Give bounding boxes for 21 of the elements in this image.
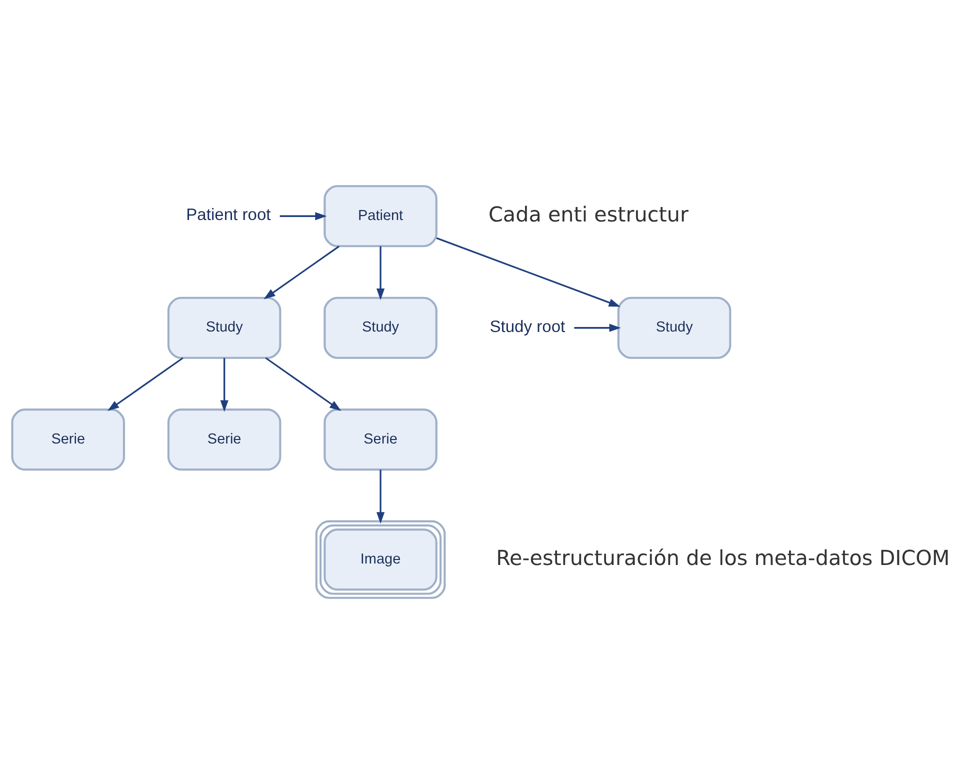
arrow	[264, 245, 340, 299]
arrow	[376, 246, 385, 300]
arrow	[436, 236, 620, 306]
node-box: Serie	[11, 408, 126, 470]
node-box: Serie	[324, 408, 438, 470]
label: Cada enti estructur	[488, 202, 688, 226]
node-box: Study	[617, 296, 732, 358]
arrow	[376, 469, 385, 524]
node-text: Study root	[490, 316, 566, 336]
arrow	[107, 356, 184, 410]
arrow	[574, 323, 621, 332]
arrow	[220, 358, 228, 412]
node-box: Study	[167, 296, 282, 358]
node-box: Patient	[324, 184, 438, 247]
arrow	[265, 356, 342, 410]
node-box: Serie	[167, 408, 282, 470]
label: Re-estructuración de los meta-datos DICOM	[496, 545, 950, 570]
node-box: Image	[315, 520, 446, 598]
node-text: Patient root	[186, 204, 271, 224]
node-box: Study	[324, 296, 438, 358]
arrow	[280, 212, 327, 220]
